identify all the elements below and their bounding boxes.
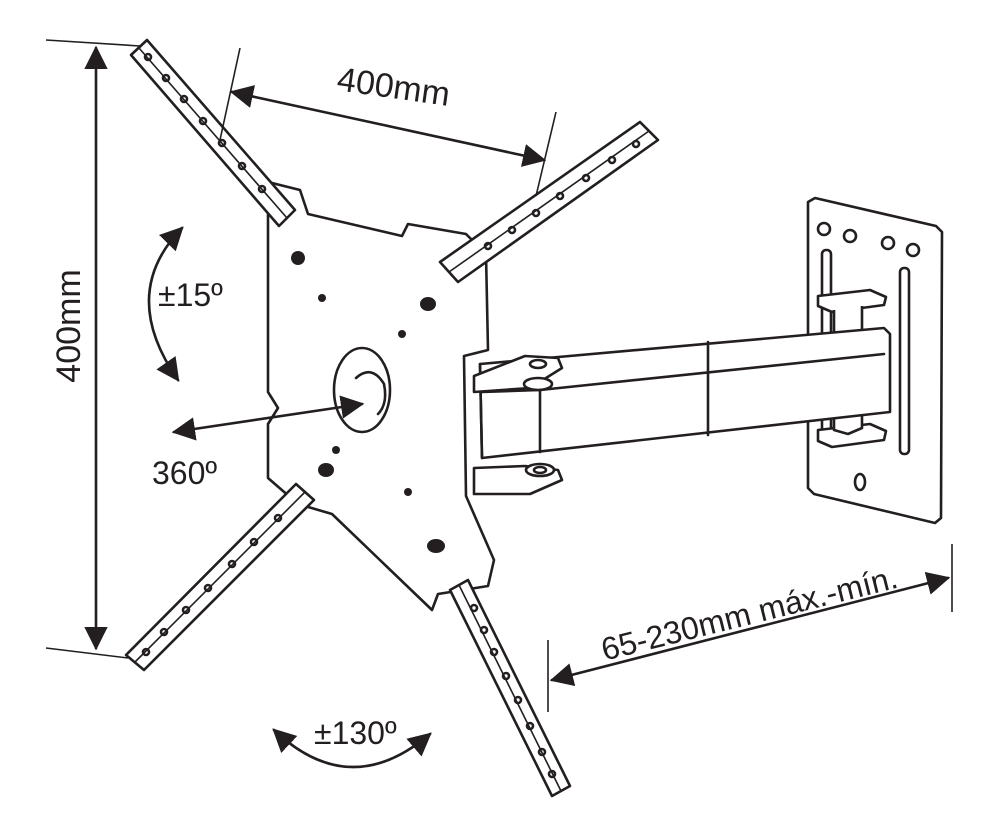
extension-label: 65-230mm máx.-mín.: [597, 559, 901, 667]
tilt-indicator: ±15º: [147, 226, 223, 382]
tilt-label: ±15º: [158, 277, 223, 313]
rail-bottom-right: [448, 578, 572, 798]
wall-bracket: [816, 288, 888, 449]
dimension-width: 400mm: [219, 47, 557, 197]
tv-mounting-plate: [266, 180, 496, 612]
height-label: 400mm: [50, 269, 88, 382]
extension-arm: [478, 326, 892, 460]
dimension-extension: 65-230mm máx.-mín.: [547, 544, 953, 712]
swivel-indicator: ±130º: [272, 715, 432, 769]
swivel-label: ±130º: [314, 715, 397, 751]
rail-bottom-left: [124, 482, 316, 672]
rotation-indicator: 360º: [152, 395, 365, 491]
width-label: 400mm: [335, 60, 453, 113]
dimension-height: 400mm: [45, 39, 141, 659]
hinge-bracket: [472, 354, 564, 496]
rotation-label: 360º: [152, 455, 217, 491]
rail-top-left: [129, 38, 297, 228]
rail-top-right: [438, 120, 660, 284]
